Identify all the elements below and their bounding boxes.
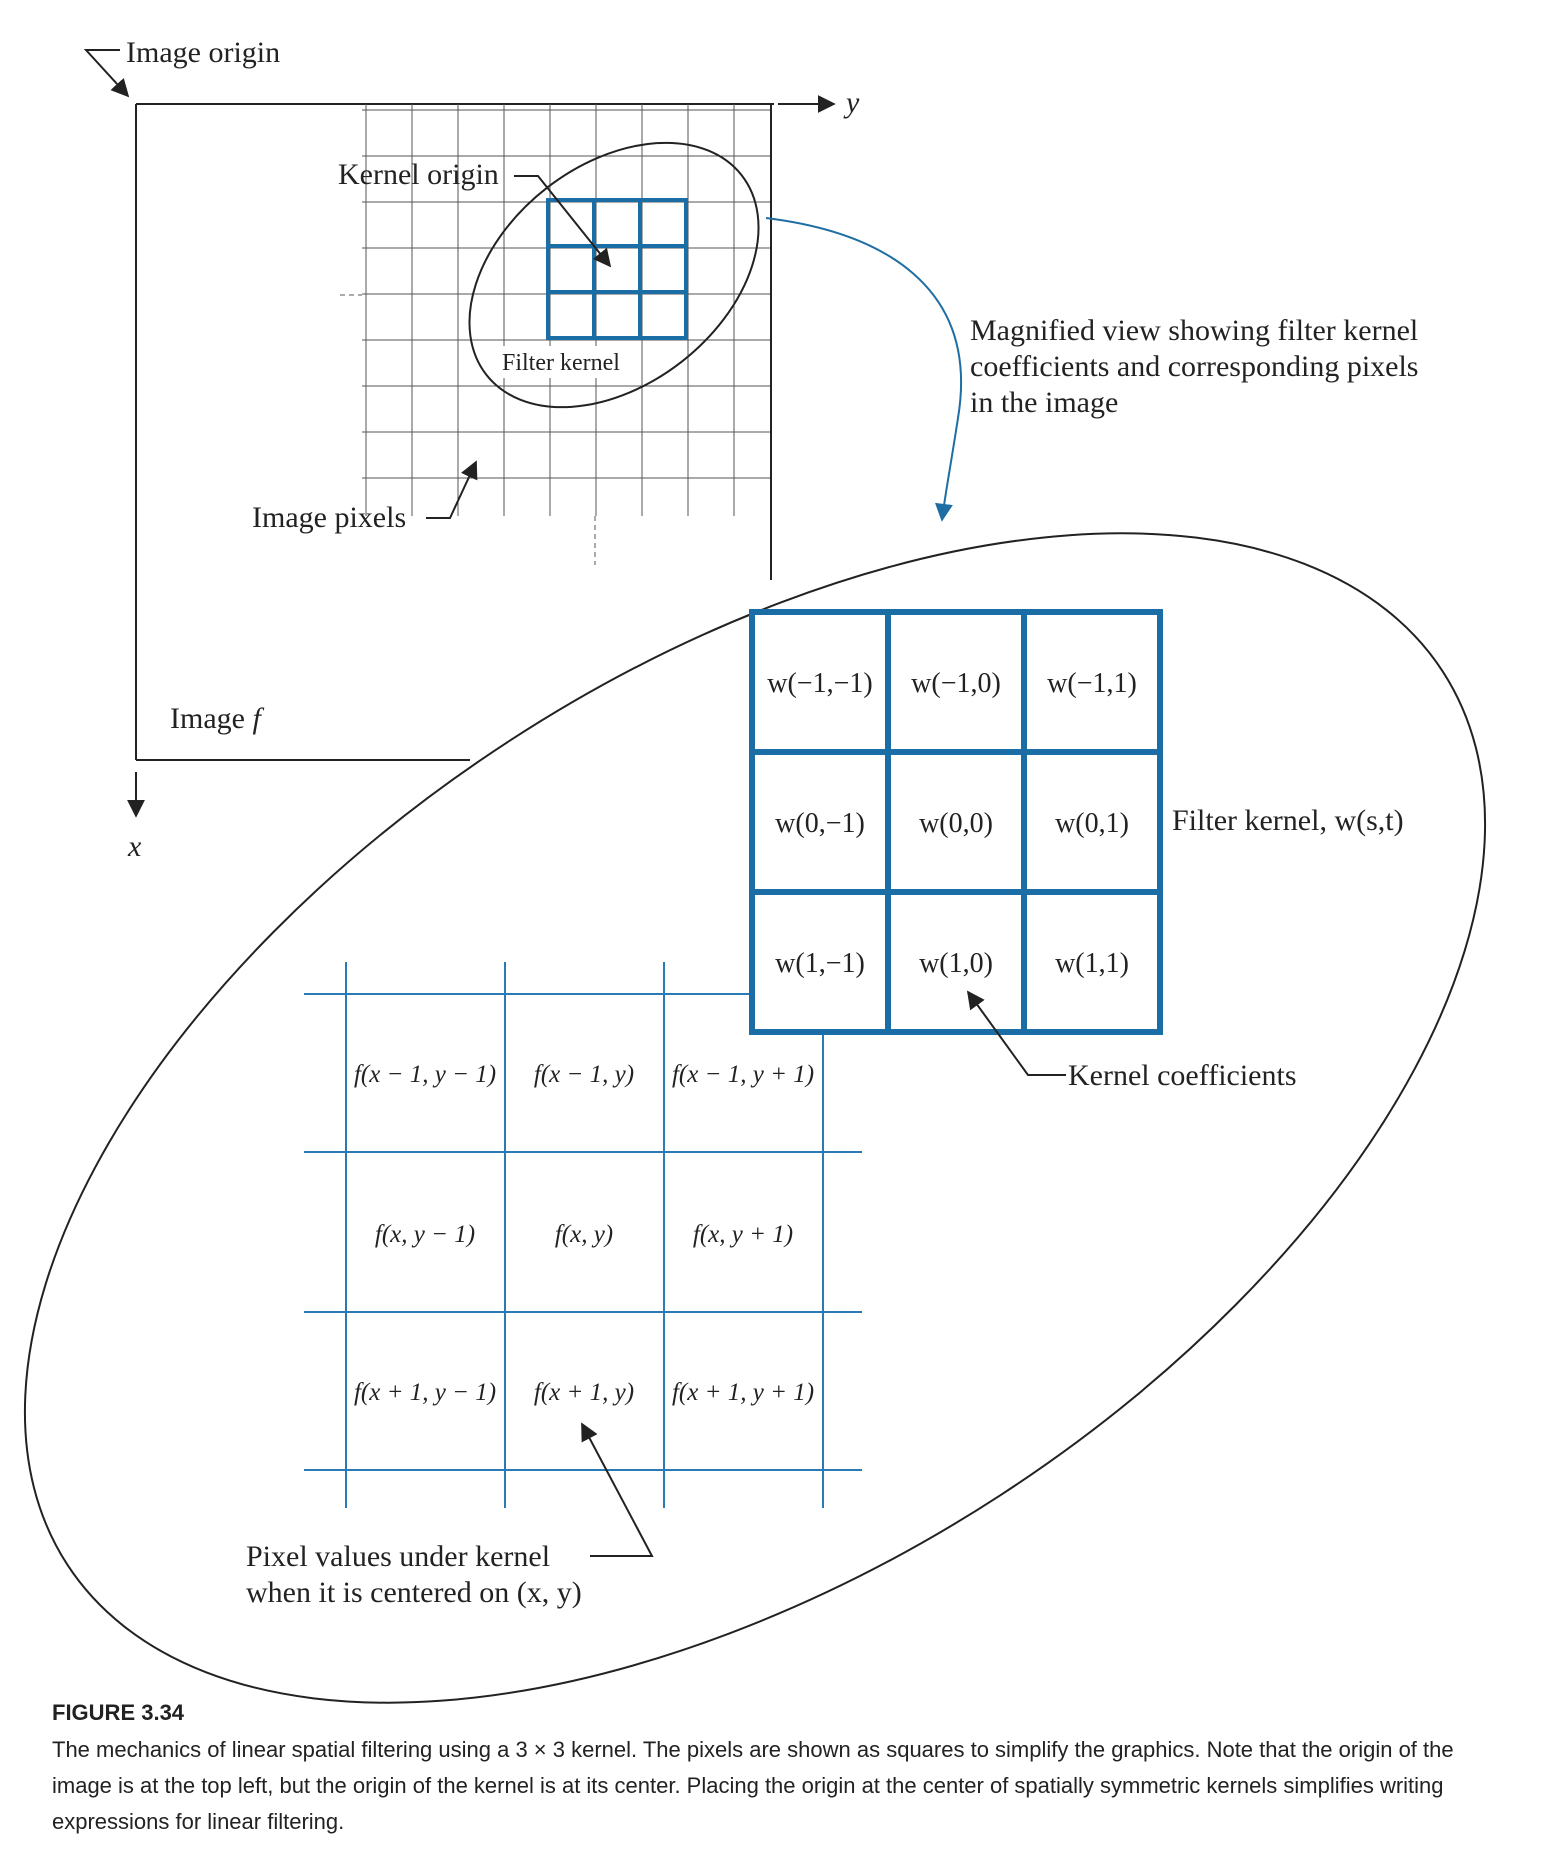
pixel-value-cell: f(x − 1, y + 1) [672,1061,814,1088]
image-frame [135,103,774,761]
magnified-kernel-border [749,609,1163,1035]
magnified-view-line-2: coefficients and corresponding pixels [970,350,1418,383]
filter-kernel-small-label: Filter kernel [502,350,620,376]
kernel-coefficients-arrow [966,990,1066,1076]
caption-body: The mechanics of linear spatial filterin… [52,1737,1454,1834]
pixel-values-label: Pixel values under kernel when it is cen… [246,1540,582,1609]
pixel-value-cell: f(x + 1, y − 1) [354,1379,496,1406]
kernel-coefficient-cell: w(1,1) [1055,948,1129,979]
image-f-label: Image f [170,702,264,735]
kernel-coefficients-label: Kernel coefficients [1068,1059,1297,1092]
filter-kernel-w-label: Filter kernel, w(s,t) [1172,804,1404,837]
magnified-view-line-3: in the image [970,386,1118,419]
kernel-coefficient-cell: w(0,−1) [775,808,865,839]
image-origin-label: Image origin [126,36,280,69]
kernel-origin-arrow [514,175,612,268]
kernel-coefficient-cell: w(1,0) [919,948,993,979]
magnified-filter-kernel: w(−1,−1) w(−1,0) w(−1,1) w(0,−1) w(0,0) w(0,1… [749,609,1163,1035]
small-kernel-border [546,198,688,340]
figure-caption: FIGURE 3.34 The mechanics of linear spat… [52,1700,1492,1840]
kernel-highlight-ellipse [468,141,760,409]
image-f-italic: f [252,702,264,735]
x-axis-label: x [127,830,142,863]
kernel-origin-label: Kernel origin [338,158,499,191]
small-filter-kernel [546,198,688,340]
y-axis-label: y [843,86,860,119]
magnify-connector-arrow [765,217,963,522]
pixel-value-cell: f(x, y) [555,1221,613,1248]
kernel-coefficient-cell: w(0,0) [919,808,993,839]
magnified-kernel-bg [752,612,1160,1030]
caption-title: FIGURE 3.34 [52,1700,185,1725]
pixel-value-cell: f(x, y − 1) [375,1221,475,1248]
magnified-view-label: Magnified view showing filter kernel coe… [970,314,1426,419]
pixel-values-line-2: when it is centered on (x, y) [246,1576,582,1609]
magnified-view-line-1: Magnified view showing filter kernel [970,314,1418,347]
image-pixels-label: Image pixels [252,501,406,534]
pixel-values-arrow [581,1422,654,1557]
pixel-value-cell: f(x, y + 1) [693,1221,793,1248]
kernel-coefficient-cell: w(−1,1) [1047,668,1137,699]
pixel-value-cell: f(x + 1, y + 1) [672,1379,814,1406]
filter-kernel-label-bg [500,346,634,378]
image-pixels-arrow [426,460,478,519]
pixel-value-cell: f(x + 1, y) [534,1379,634,1406]
kernel-coefficient-cell: w(−1,0) [911,668,1001,699]
pixel-values-line-1: Pixel values under kernel [246,1540,550,1573]
kernel-coefficient-cell: w(1,−1) [775,948,865,979]
kernel-coefficient-cell: w(0,1) [1055,808,1129,839]
magnified-view-ellipse [23,532,1487,1704]
magnified-pixel-grid: f(x − 1, y − 1) f(x − 1, y) f(x − 1, y + 1… [304,962,862,1508]
image-origin-arrow [83,49,130,98]
pixel-value-cell: f(x − 1, y − 1) [354,1061,496,1088]
pixel-value-cell: f(x − 1, y) [534,1061,634,1088]
kernel-coefficient-cell: w(−1,−1) [767,668,872,699]
